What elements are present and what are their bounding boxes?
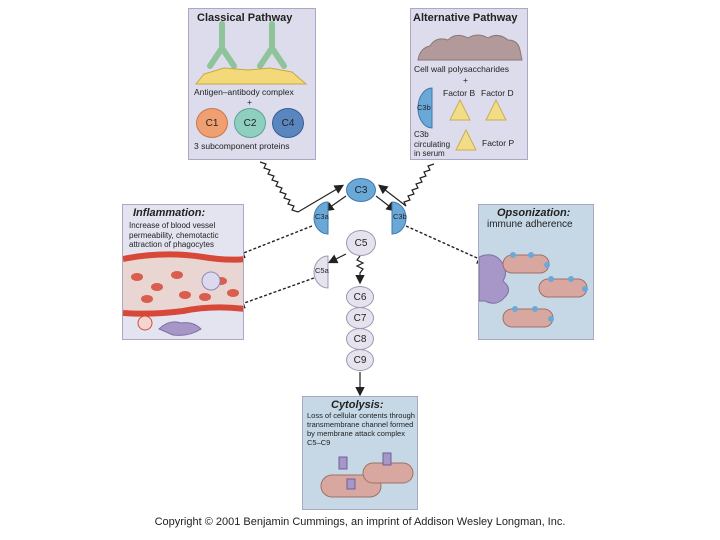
c7-node: C7: [346, 307, 374, 329]
c5-node: C5: [346, 230, 376, 256]
classical-pathway-title: Classical Pathway: [197, 12, 293, 24]
c4-circle: C4: [272, 108, 304, 138]
macrophage-icon: [479, 254, 509, 304]
factor-b-triangle-icon: [449, 98, 471, 121]
classical-plus-sign: +: [247, 97, 252, 107]
factor-d-triangle-icon: [485, 98, 507, 121]
c4-label: C4: [281, 117, 295, 129]
c1-label: C1: [205, 117, 219, 129]
factor-p-triangle-icon: [455, 128, 477, 151]
c3a-to-inflammation-arrow: [233, 225, 313, 259]
subcomponent-proteins-label: 3 subcomponent proteins: [194, 141, 290, 151]
alternative-pathway-panel: Alternative Pathway: [410, 8, 528, 160]
classical-to-c3-arrow: [259, 161, 345, 213]
phagocyte-icon: [201, 271, 221, 291]
migrating-phagocyte-icon: [158, 321, 202, 336]
antigen-antibody-complex-label: Antigen–antibody complex: [194, 87, 294, 97]
cytolysis-description: Loss of cellular contents through transm…: [307, 411, 415, 447]
blood-vessel-art: [123, 251, 243, 336]
c3b-half-icon: [417, 87, 433, 129]
alternative-plus-sign: +: [463, 75, 468, 85]
c8-label: C8: [353, 333, 367, 345]
alternative-pathway-title: Alternative Pathway: [413, 12, 518, 24]
c1-circle: C1: [196, 108, 228, 138]
c7-label: C7: [353, 312, 367, 324]
c6-node: C6: [346, 286, 374, 308]
copyright-notice: Copyright © 2001 Benjamin Cummings, an i…: [154, 516, 566, 528]
c3a-fragment-icon: [313, 201, 329, 235]
c2-circle: C2: [234, 108, 266, 138]
opsonization-description: immune adherence: [487, 219, 573, 230]
factor-d-label: Factor D: [481, 88, 514, 98]
c6-label: C6: [353, 291, 367, 303]
antigen-mound-icon: [194, 67, 308, 85]
membrane-attack-complex-icon: [338, 452, 392, 490]
c5a-to-inflammation-arrow: [233, 277, 315, 309]
c5a-label: C5a: [315, 266, 329, 275]
cell-wall-polysaccharides-label: Cell wall polysaccharides: [414, 64, 509, 74]
c3-to-c3b-arrow: [375, 195, 396, 212]
cytolysis-panel: Cytolysis: Loss of cellular contents thr…: [302, 396, 418, 510]
c2-label: C2: [243, 117, 257, 129]
c3-label: C3: [354, 184, 368, 196]
c3b-circulating-label: C3b circulating in serum: [414, 130, 451, 158]
c5a-fragment-icon: [313, 255, 329, 289]
opsonization-panel: Opsonization: immune adherence: [478, 204, 594, 340]
antibody-pair-icon: [207, 21, 287, 69]
c5-to-c6-arrow: [355, 255, 365, 285]
c3-node: C3: [346, 178, 376, 202]
c5-to-c5a-arrow: [327, 253, 347, 264]
cell-wall-polysaccharide-icon: [417, 34, 523, 61]
opsonization-art: [479, 252, 588, 328]
inflammation-panel: Inflammation: Increase of blood vessel p…: [122, 204, 244, 340]
inflammation-title: Inflammation:: [133, 207, 206, 219]
c9-node: C9: [346, 349, 374, 371]
inflammation-description: Increase of blood vessel permeability, c…: [129, 221, 219, 249]
c5-label: C5: [354, 237, 368, 249]
c3a-label: C3a: [315, 212, 329, 221]
c3b-fragment-icon: [391, 201, 407, 235]
alternative-to-c3-arrow: [378, 163, 435, 207]
c3-to-c3a-arrow: [324, 195, 347, 212]
c3b-label: C3b: [393, 212, 407, 221]
factor-p-label: Factor P: [482, 138, 515, 148]
factor-b-label: Factor B: [443, 88, 476, 98]
opsonization-title: Opsonization:: [497, 207, 571, 219]
c8-node: C8: [346, 328, 374, 350]
cytolysis-art: [320, 452, 414, 498]
cytolysis-title: Cytolysis:: [331, 399, 384, 411]
c9-label: C9: [353, 354, 367, 366]
c3b-in-circle-label: C3b: [417, 103, 431, 112]
